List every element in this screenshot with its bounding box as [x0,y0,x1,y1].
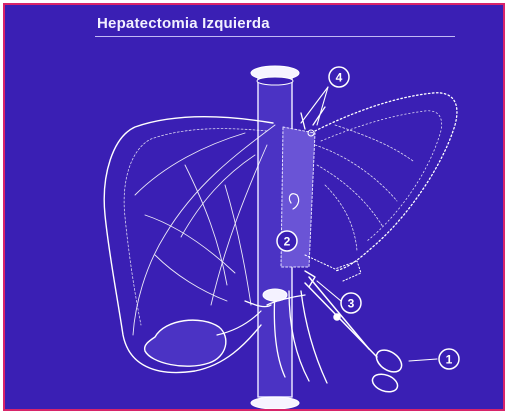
left-lobe-inner [321,111,442,241]
left-lobe-tip [305,255,361,281]
callout-leaders [301,87,437,361]
hepatic-vein-branches-right [133,125,275,335]
svg-text:2: 2 [284,235,291,249]
callout-1: 1 [439,349,459,369]
svg-text:1: 1 [446,353,453,367]
liver-anatomy-diagram: 4 2 3 1 [5,5,505,411]
portal-stump [263,289,287,301]
left-lobe-outline [315,93,457,271]
callout-4: 4 [329,67,349,87]
gallbladder [145,320,226,366]
hepatic-vein-branches-left [315,125,413,251]
svg-text:3: 3 [348,297,355,311]
svg-text:4: 4 [336,71,343,85]
right-lobe-inner [124,129,267,325]
vena-cava-top-rim [257,77,293,85]
callout-2: 2 [277,231,297,251]
vena-cava-bottom [251,397,299,409]
slide-frame: Hepatectomia Izquierda [3,3,505,411]
callout-3: 3 [341,293,361,313]
